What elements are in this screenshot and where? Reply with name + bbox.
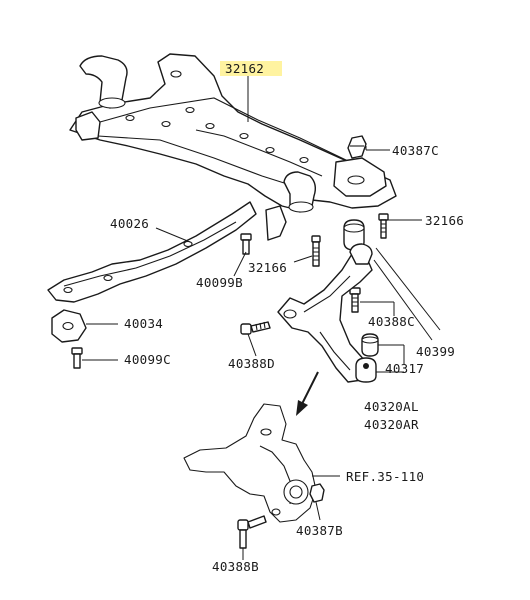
- bolt-40388c[interactable]: [349, 287, 361, 313]
- label-40320ar[interactable]: 40320AR: [364, 417, 419, 432]
- label-ref-35-110[interactable]: REF.35-110: [346, 469, 424, 484]
- bushing-40399[interactable]: [361, 333, 379, 357]
- direction-arrow: [296, 371, 319, 416]
- label-40388b[interactable]: 40388B: [212, 559, 259, 574]
- label-40320al[interactable]: 40320AL: [364, 399, 419, 414]
- bushing-32166-right[interactable]: [343, 219, 365, 251]
- bolt-40388d[interactable]: [240, 321, 271, 335]
- knuckle-ref: [183, 403, 317, 523]
- label-40399[interactable]: 40399: [416, 344, 455, 359]
- crossmember-32162[interactable]: [69, 53, 397, 241]
- bolt-40388b[interactable]: [237, 515, 267, 549]
- label-40387c[interactable]: 40387C: [392, 143, 439, 158]
- highlight-32162: [220, 61, 282, 76]
- lower-arm-40320[interactable]: [277, 243, 377, 383]
- label-40317[interactable]: 40317: [385, 361, 424, 376]
- label-40026[interactable]: 40026: [110, 216, 149, 231]
- label-40034[interactable]: 40034: [124, 316, 163, 331]
- bolt-32166-right[interactable]: [378, 213, 389, 239]
- bolt-40099b[interactable]: [240, 233, 252, 255]
- label-32166-center[interactable]: 32166: [248, 260, 287, 275]
- label-40388c[interactable]: 40388C: [368, 314, 415, 329]
- bolt-32166-center[interactable]: [311, 235, 321, 267]
- brace-40026[interactable]: [47, 201, 257, 303]
- label-40387b[interactable]: 40387B: [296, 523, 343, 538]
- label-32166-right[interactable]: 32166: [425, 213, 464, 228]
- bracket-40034[interactable]: [51, 309, 87, 343]
- nut-40387c[interactable]: [347, 135, 367, 159]
- bolt-40099c[interactable]: [71, 347, 83, 369]
- nut-40387b[interactable]: [309, 483, 325, 503]
- leader-lines: [82, 76, 441, 560]
- label-40388d[interactable]: 40388D: [228, 356, 275, 371]
- label-40099c[interactable]: 40099C: [124, 352, 171, 367]
- label-32162[interactable]: 32162: [225, 61, 264, 76]
- label-40099b[interactable]: 40099B: [196, 275, 243, 290]
